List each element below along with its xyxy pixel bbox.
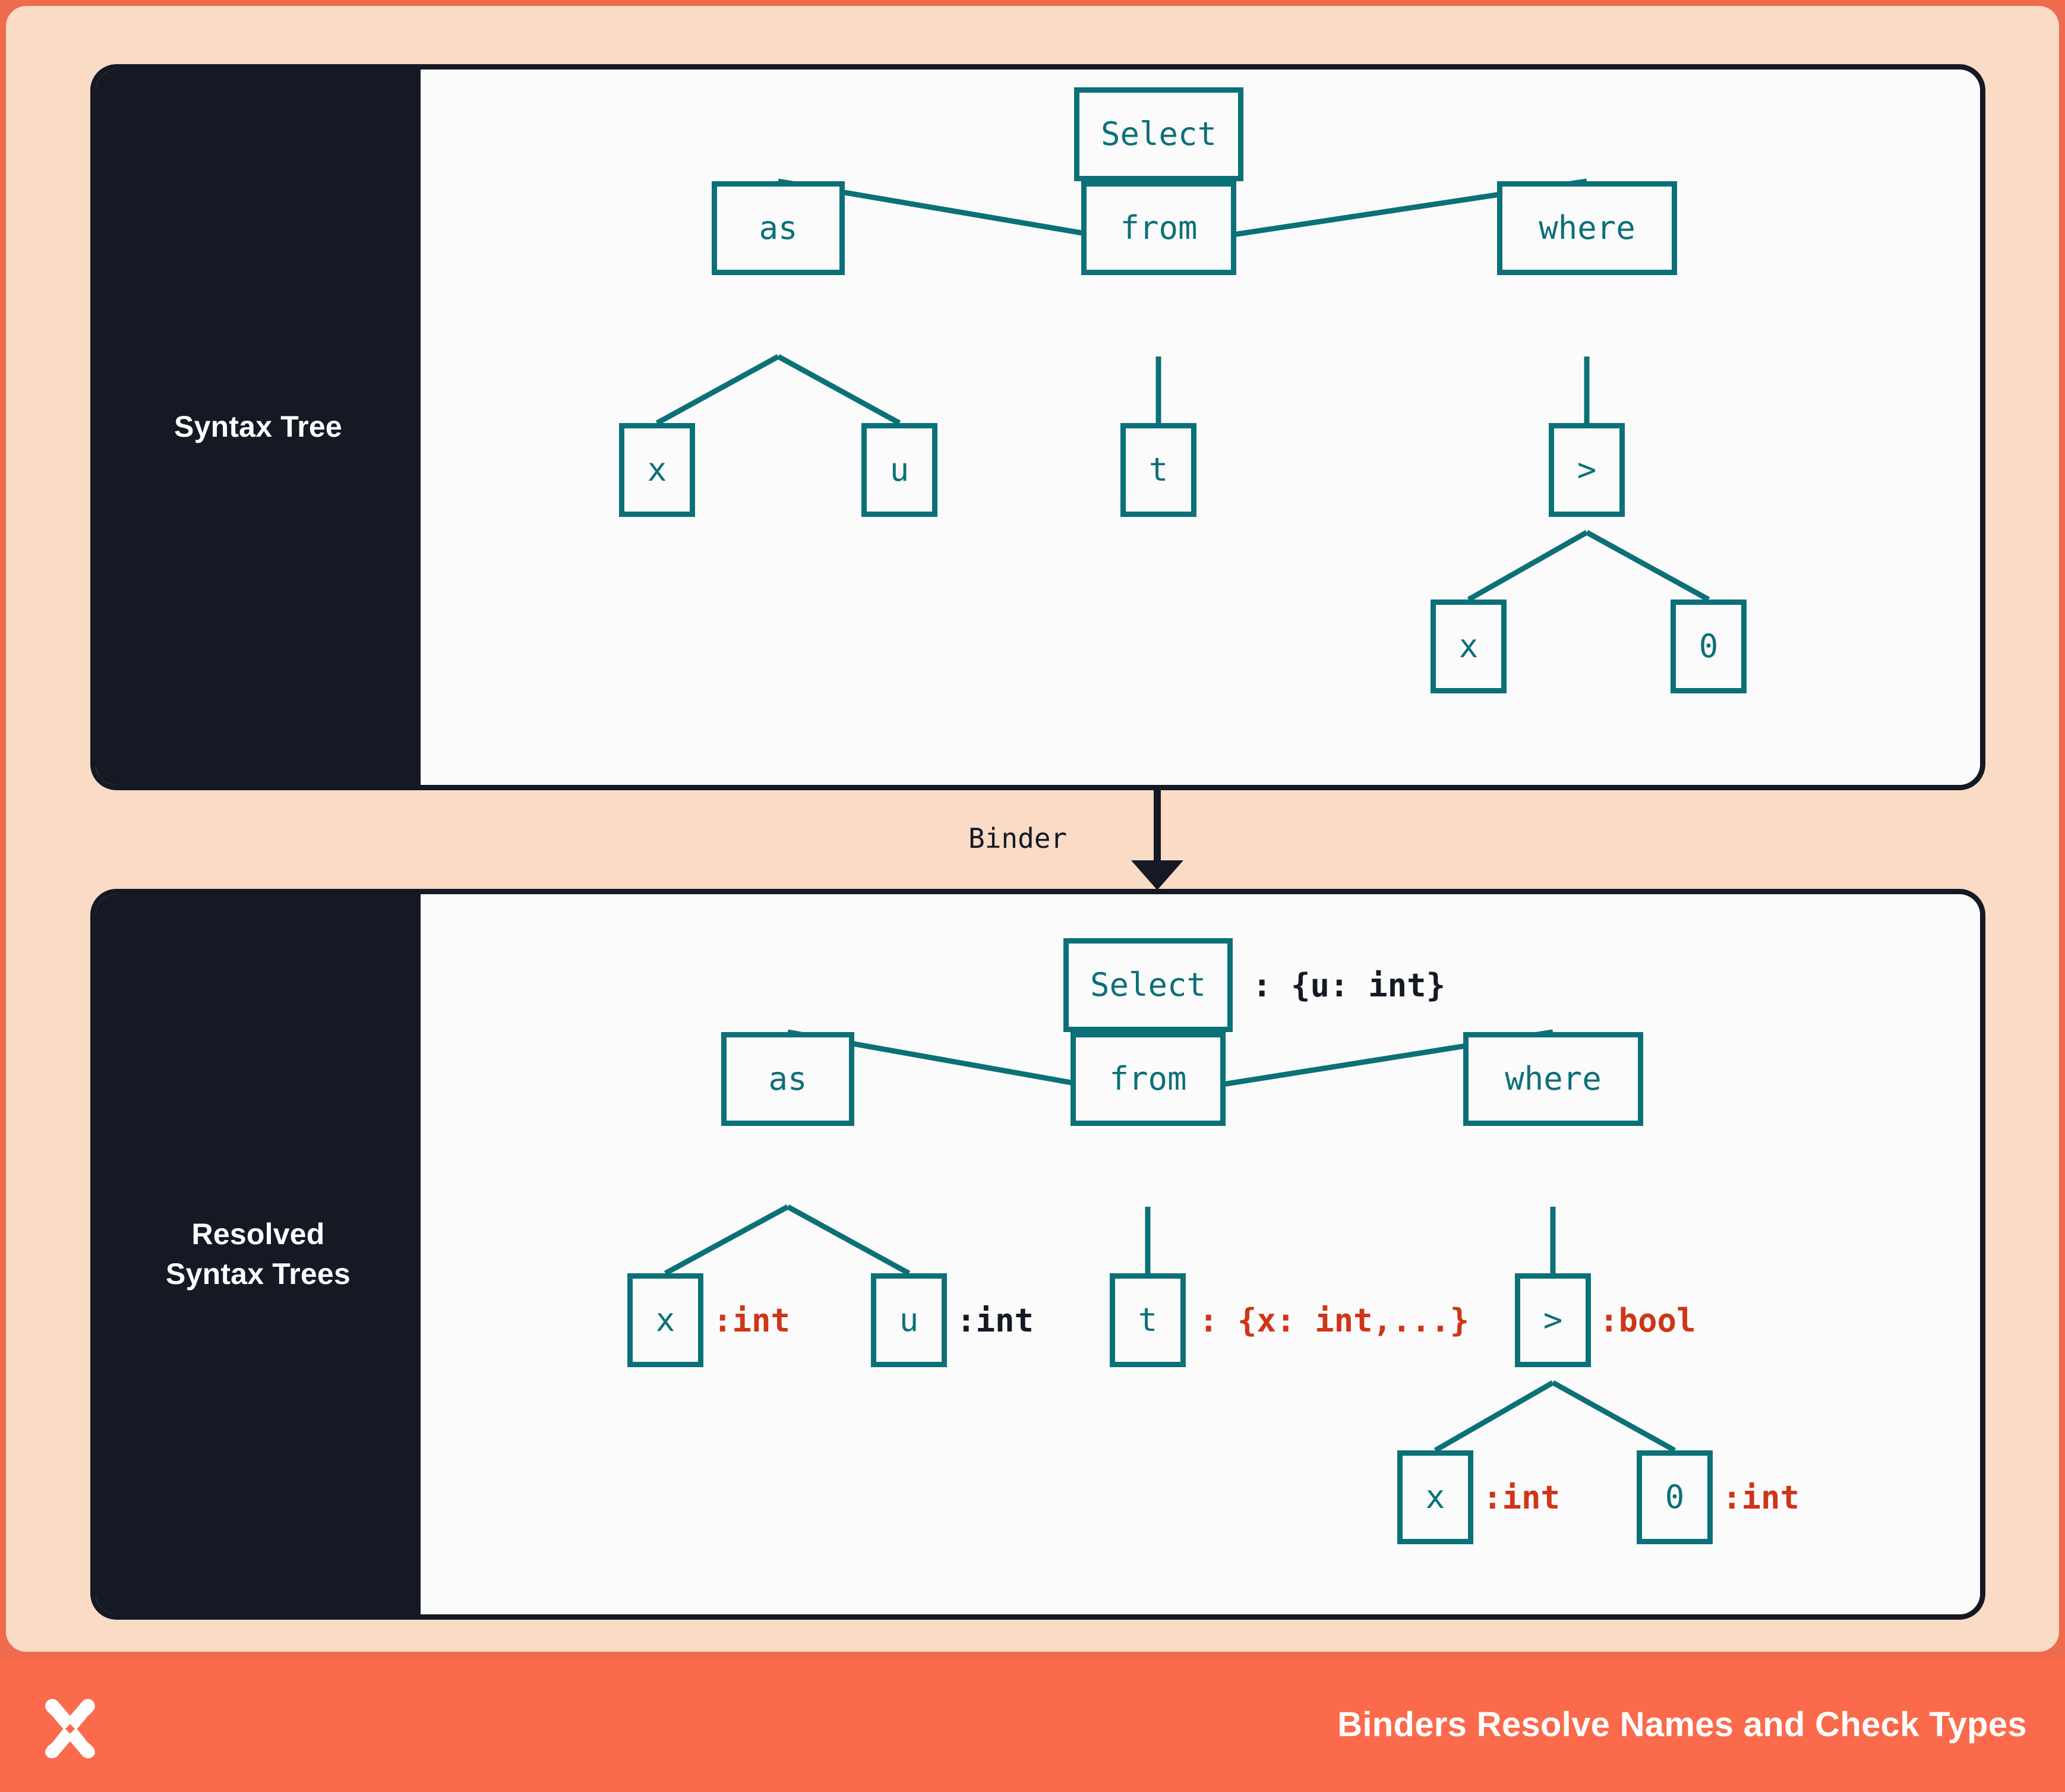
node-label: where [1505,1060,1602,1097]
edge-as-x [664,1204,790,1276]
node-t[interactable]: t [1120,423,1196,517]
node-label: Select [1100,115,1217,153]
stage-resolved-syntax-trees: Select : {u: int} as from where x :int u… [421,894,1980,1614]
node-from[interactable]: from [1081,181,1236,275]
node-as[interactable]: as [712,181,845,275]
binder-label: Binder [968,822,1068,854]
annotation-x-left: :int [713,1302,791,1339]
node-zero[interactable]: 0 [1637,1450,1713,1544]
edge-gt-x [1467,530,1589,602]
annotation-gt: :bool [1599,1302,1696,1339]
node-from[interactable]: from [1071,1032,1226,1126]
node-label: from [1120,209,1198,247]
edge-gt-x [1433,1380,1555,1453]
annotation-t: : {x: int,...} [1199,1302,1470,1339]
node-label: x [1458,627,1479,665]
binder-arrow-head [1131,860,1183,890]
annotation-select: : {u: int} [1252,967,1446,1004]
sidebar-syntax-tree: Syntax Tree [96,70,421,785]
node-label: as [768,1060,807,1097]
node-label: > [1543,1301,1563,1339]
annotation-u: :int [956,1302,1034,1339]
node-label: 0 [1698,627,1719,665]
edge-as-u [776,354,901,425]
edge-gt-zero [1551,1380,1676,1453]
node-x-right[interactable]: x [1397,1450,1473,1544]
x-mark-logo-icon [45,1699,95,1759]
footer-caption: Binders Resolve Names and Check Types [1337,1705,2027,1744]
node-where[interactable]: where [1497,181,1677,275]
node-x-left[interactable]: x [619,423,695,517]
node-where[interactable]: where [1463,1032,1643,1126]
node-label: where [1539,209,1635,247]
node-zero[interactable]: 0 [1671,600,1747,693]
sidebar-resolved-syntax-trees: Resolved Syntax Trees [96,894,421,1614]
node-label: x [1425,1478,1445,1516]
node-label: from [1109,1060,1187,1097]
panel-resolved-syntax-trees: Resolved Syntax Trees Select [90,889,1985,1620]
node-t[interactable]: t [1110,1273,1186,1367]
node-gt[interactable]: > [1515,1273,1591,1367]
edge-as-x [655,354,780,425]
node-select[interactable]: Select [1063,938,1233,1032]
footer-bar: Binders Resolve Names and Check Types [0,1658,2065,1792]
edge-gt-zero [1585,530,1710,602]
node-label: t [1138,1301,1158,1339]
node-gt[interactable]: > [1549,423,1625,517]
node-label: 0 [1665,1478,1685,1516]
node-label: u [899,1301,919,1339]
node-label: x [647,451,667,488]
node-u[interactable]: u [871,1273,947,1367]
node-label: u [889,451,910,488]
node-as[interactable]: as [721,1032,854,1126]
node-label: Select [1090,966,1207,1004]
node-label: x [655,1301,675,1339]
binder-arrow-svg [1131,790,1183,890]
binder-transition [90,790,1985,890]
node-select[interactable]: Select [1074,87,1243,181]
annotation-x-right: :int [1483,1479,1561,1516]
stage-syntax-tree: Select as from where x u t > [421,70,1980,785]
node-x-left[interactable]: x [627,1273,703,1367]
node-label: > [1577,451,1597,488]
sidebar-label-resolved-syntax-trees: Resolved Syntax Trees [166,1217,351,1291]
sidebar-label-syntax-tree: Syntax Tree [174,410,342,444]
panel-syntax-tree: Syntax Tree [90,64,1985,790]
annotation-zero: :int [1722,1479,1800,1516]
node-u[interactable]: u [861,423,937,517]
edge-as-u [786,1204,911,1276]
node-label: as [759,209,798,247]
node-x-right[interactable]: x [1431,600,1507,693]
node-label: t [1148,451,1169,488]
